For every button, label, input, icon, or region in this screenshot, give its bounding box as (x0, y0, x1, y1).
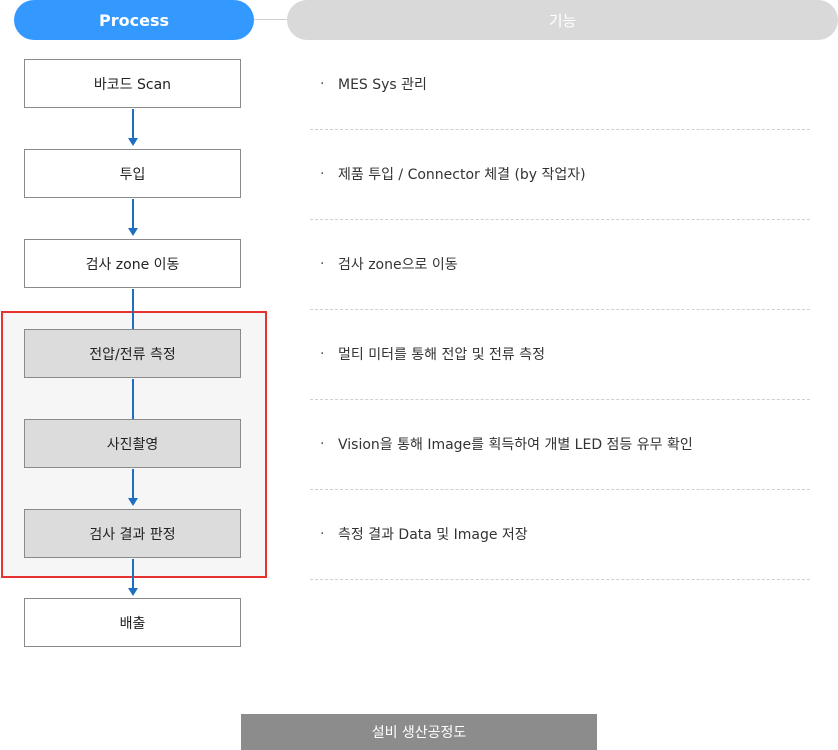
step-input: 투입 (24, 149, 241, 198)
flow-line-1 (132, 109, 134, 139)
step-inspection-result: 검사 결과 판정 (24, 509, 241, 558)
step-label: 사진촬영 (106, 436, 159, 453)
step-label: 투입 (119, 166, 146, 183)
bullet-icon: · (320, 166, 325, 182)
feature-text: 제품 투입 / Connector 체결 (by 작업자) (338, 167, 586, 183)
step-label: 바코드 Scan (93, 76, 172, 93)
figure-caption: 설비 생산공정도 (241, 714, 597, 750)
flow-arrow-6 (128, 588, 138, 596)
feature-text: MES Sys 관리 (338, 77, 427, 93)
bullet-icon: · (320, 76, 325, 92)
flow-line-4 (132, 379, 134, 419)
feature-text: 멀티 미터를 통해 전압 및 전류 측정 (338, 347, 546, 363)
flow-line-5 (132, 469, 134, 499)
flow-line-3 (132, 289, 134, 329)
flow-line-6 (132, 559, 134, 589)
step-move-inspection-zone: 검사 zone 이동 (24, 239, 241, 288)
bullet-icon: · (320, 346, 325, 362)
feature-row-1: · MES Sys 관리 (310, 40, 810, 130)
feature-row-5: · Vision을 통해 Image를 획득하여 개별 LED 점등 유무 확인 (310, 400, 810, 490)
process-header-label: Process (99, 10, 169, 30)
feature-row-6: · 측정 결과 Data 및 Image 저장 (310, 490, 810, 580)
caption-text: 설비 생산공정도 (371, 725, 467, 741)
flow-arrow-2 (128, 228, 138, 236)
feature-row-3: · 검사 zone으로 이동 (310, 220, 810, 310)
step-discharge: 배출 (24, 598, 241, 647)
step-label: 전압/전류 측정 (89, 346, 176, 363)
flow-arrow-1 (128, 138, 138, 146)
bullet-icon: · (320, 526, 325, 542)
step-voltage-current-measure: 전압/전류 측정 (24, 329, 241, 378)
function-header-label: 기능 (548, 11, 577, 30)
step-label: 검사 zone 이동 (85, 256, 180, 273)
feature-text: 검사 zone으로 이동 (338, 257, 458, 273)
feature-text: Vision을 통해 Image를 획득하여 개별 LED 점등 유무 확인 (338, 437, 693, 453)
feature-row-2: · 제품 투입 / Connector 체결 (by 작업자) (310, 130, 810, 220)
step-label: 배출 (119, 615, 146, 632)
step-barcode-scan: 바코드 Scan (24, 59, 241, 108)
flow-arrow-5 (128, 498, 138, 506)
header-connector-line (254, 19, 287, 20)
bullet-icon: · (320, 256, 325, 272)
function-column-header: 기능 (287, 0, 838, 40)
flow-line-2 (132, 199, 134, 229)
feature-text: 측정 결과 Data 및 Image 저장 (338, 527, 528, 543)
feature-row-4: · 멀티 미터를 통해 전압 및 전류 측정 (310, 310, 810, 400)
process-column-header: Process (14, 0, 254, 40)
step-photo-capture: 사진촬영 (24, 419, 241, 468)
step-label: 검사 결과 판정 (89, 526, 176, 543)
bullet-icon: · (320, 436, 325, 452)
